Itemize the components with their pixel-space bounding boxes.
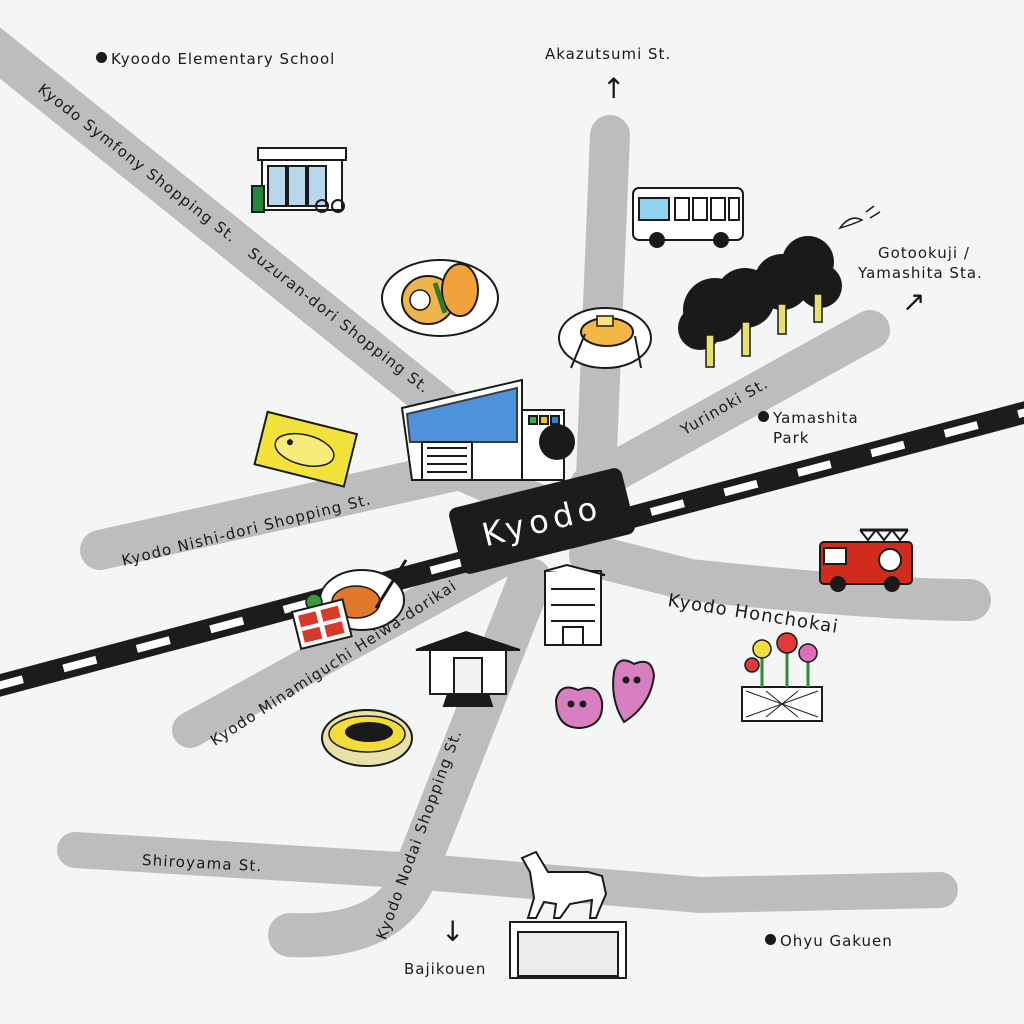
okonomiyaki-icon <box>321 709 413 767</box>
road-minamiguchi[interactable] <box>172 542 518 748</box>
poi-kyoodo-school[interactable]: Kyoodo Elementary School <box>96 50 335 68</box>
poi-dot <box>765 934 776 945</box>
building-icon <box>544 563 606 646</box>
poi-dot <box>96 52 107 63</box>
character-blobs-icon <box>554 659 656 730</box>
arrow-up-icon: ↑ <box>602 72 626 105</box>
station-building-icon <box>400 378 575 481</box>
direction-label-bajikouen[interactable]: Bajikouen <box>404 960 487 978</box>
convenience-store-icon <box>251 147 347 213</box>
fire-truck-icon <box>819 528 913 592</box>
direction-label-line2: Yamashita Sta. <box>858 264 983 282</box>
direction-label-gotookuji[interactable]: Gotookuji / Yamashita Sta. <box>858 243 983 283</box>
direction-label-akazutsumi[interactable]: Akazutsumi St. <box>545 45 672 63</box>
horse-statue-icon <box>509 850 627 979</box>
bus-icon <box>632 187 744 248</box>
direction-label-line1: Gotookuji / <box>878 244 970 262</box>
poi-yamashita-park[interactable]: Yamashita Park <box>758 408 859 448</box>
bird-icon <box>838 205 881 230</box>
road-honchokai[interactable] <box>569 534 991 621</box>
pancake-plate-icon <box>558 307 652 369</box>
flower-planter-icon <box>741 632 823 722</box>
poi-label: Ohyu Gakuen <box>780 932 893 950</box>
trees-icon <box>678 236 842 368</box>
arrow-northeast-icon: ↗ <box>902 285 926 318</box>
poi-ohyu-gakuen[interactable]: Ohyu Gakuen <box>765 932 893 950</box>
shrine-icon <box>415 630 521 707</box>
arrow-down-icon: ↓ <box>441 915 465 948</box>
taiyaki-icon <box>253 410 359 488</box>
road-symfony-suzuran[interactable] <box>0 27 490 450</box>
roads <box>0 27 991 958</box>
road-yurinoki[interactable] <box>570 310 890 505</box>
poi-dot <box>758 411 769 422</box>
poi-label: Yamashita <box>773 409 859 427</box>
sandwich-plate-icon <box>381 259 499 337</box>
station-name: Kyodo <box>478 487 606 555</box>
poi-label: Kyoodo Elementary School <box>111 50 336 68</box>
poi-label-line2: Park <box>773 429 810 447</box>
bento-box-icon <box>290 598 353 651</box>
